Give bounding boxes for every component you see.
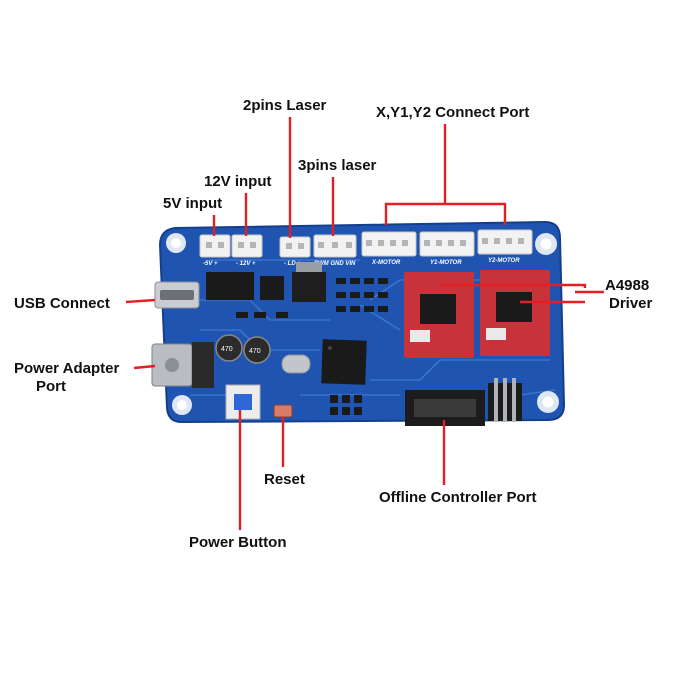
microcontroller (321, 339, 367, 385)
connector-x-motor (361, 231, 417, 257)
silk-x-motor: X-MOTOR (371, 260, 401, 266)
silk-pwm: PWM GND VIN (314, 261, 356, 267)
usb-connector (154, 281, 200, 309)
silk-12v: - 12V + (236, 261, 256, 267)
connector-12v (231, 234, 263, 258)
label-5v-input: 5V input (163, 195, 222, 212)
line-a4988-1 (440, 283, 587, 288)
label-2pins-laser: 2pins Laser (243, 97, 327, 114)
connector-y2-motor (477, 229, 533, 255)
label-offline-controller-port: Offline Controller Port (379, 489, 537, 506)
cap-1-label: 470 (221, 346, 233, 353)
connector-2pin-laser (279, 236, 311, 258)
label-driver: Driver (609, 295, 653, 312)
annotation-labels: USB Connect Power Adapter Port 5V input … (14, 97, 653, 551)
crystal (281, 354, 311, 374)
ic-small-2 (260, 276, 284, 300)
smd-parts (236, 278, 388, 318)
label-power-button: Power Button (189, 534, 287, 551)
ic-driver-small (206, 272, 254, 300)
line-usb (125, 298, 156, 304)
capacitor-2 (243, 336, 271, 364)
label-xy-connect-port: X,Y1,Y2 Connect Port (376, 104, 529, 121)
pcb-board: -5V + - 12V + - LD + PWM GND VIN X-MOTOR… (151, 220, 566, 426)
capacitors: 470 470 (215, 334, 271, 364)
cap-2-label: 470 (249, 348, 261, 355)
top-connectors (199, 229, 533, 258)
label-12v-input: 12V input (204, 173, 272, 190)
silk-5v: -5V + (203, 261, 218, 267)
regulator (292, 272, 326, 302)
a4988-drivers (404, 270, 550, 358)
label-reset: Reset (264, 471, 305, 488)
label-usb-connect: USB Connect (14, 295, 110, 312)
annotation-lines (125, 117, 604, 530)
silk-y1-motor: Y1-MOTOR (430, 260, 462, 266)
connector-5v (199, 234, 231, 258)
silk-ld: - LD + (284, 261, 301, 267)
power-jack (151, 342, 214, 388)
right-angle-header (488, 378, 522, 422)
pads (330, 395, 362, 415)
silk-y2-motor: Y2-MOTOR (488, 258, 520, 264)
label-power-adapter-1: Power Adapter (14, 360, 119, 377)
connector-y1-motor (419, 231, 475, 257)
bracket-xy (384, 202, 507, 225)
power-switch (225, 384, 261, 420)
reset-switch (273, 404, 293, 418)
label-power-adapter-2: Port (36, 378, 66, 395)
offline-controller-header (405, 390, 485, 426)
line-power-adapter (133, 364, 156, 370)
label-a4988: A4988 (605, 277, 649, 294)
label-3pins-laser: 3pins laser (298, 157, 377, 174)
mounting-holes (166, 233, 559, 415)
capacitor-1 (215, 334, 243, 362)
silkscreen-labels: -5V + - 12V + - LD + PWM GND VIN X-MOTOR… (203, 258, 520, 267)
